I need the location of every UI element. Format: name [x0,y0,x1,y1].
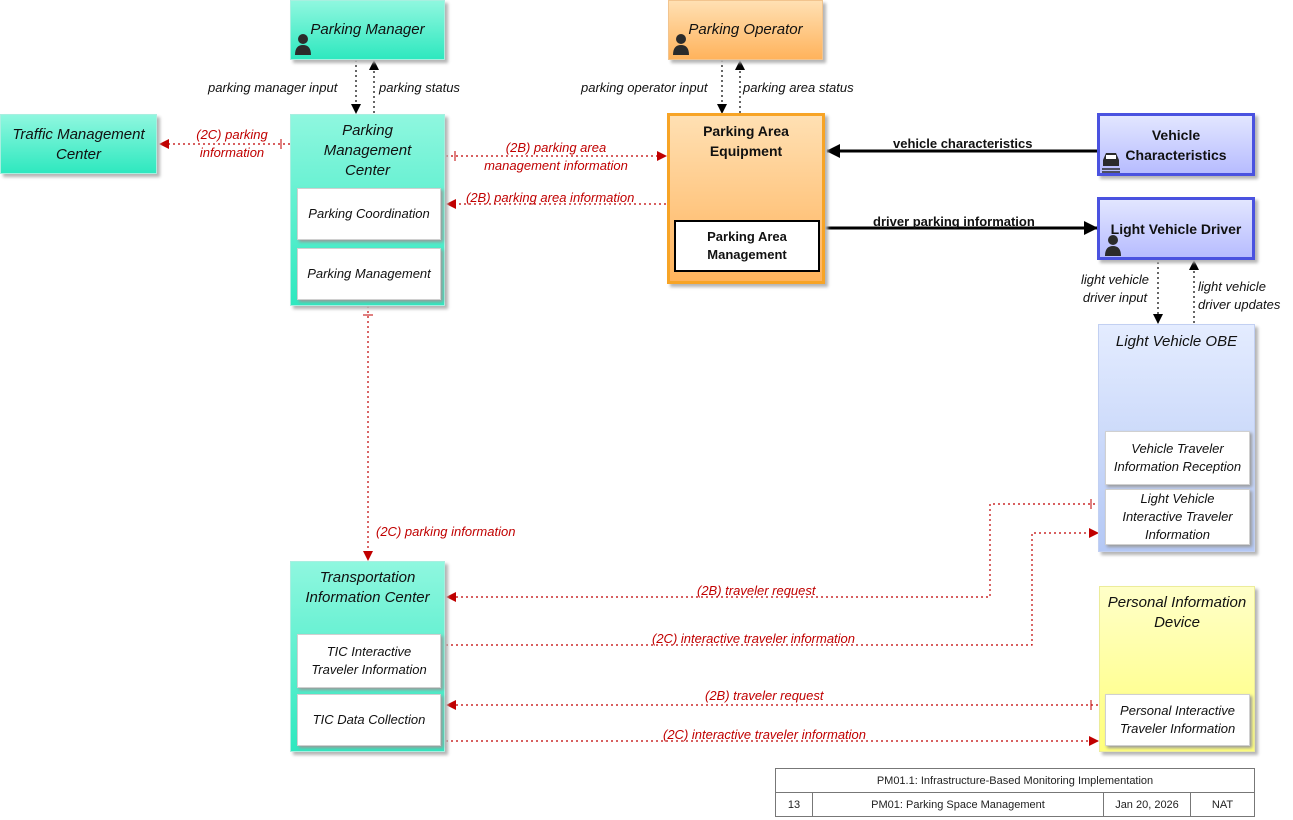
traffic-management-center-label: Traffic Management Center [12,126,145,163]
flow-label-line: driver input [1082,290,1148,305]
flow-label-interactive-traveler-information-pid: (2C) interactive traveler information [663,727,867,742]
personal-information-device-label: Personal Information Device [1107,594,1247,631]
flow-label-vehicle-characteristics: vehicle characteristics [893,136,1033,151]
flow-label-interactive-traveler-information-obe: (2C) interactive traveler information [652,631,856,646]
flow-label-parking-area-information: (2B) parking area information [466,190,635,205]
flow-label-traveler-request-pid: (2B) traveler request [705,688,824,703]
flow-label-line: light vehicle [1081,272,1149,287]
parking-coordination-object[interactable]: Parking Coordination [297,188,441,240]
parking-management-center[interactable]: Parking Management Center Parking Coordi… [290,114,445,306]
title-block-title: PM01.1: Infrastructure-Based Monitoring … [775,768,1255,793]
parking-area-equipment[interactable]: Parking Area Equipment Parking Area Mana… [667,113,825,284]
person-icon [1105,235,1121,256]
light-vehicle-obe[interactable]: Light Vehicle OBE Vehicle Traveler Infor… [1098,324,1255,552]
title-block: PM01.1: Infrastructure-Based Monitoring … [775,768,1255,817]
title-block-package: PM01: Parking Space Management [812,792,1104,817]
flow-label-parking-manager-input: parking manager input [208,80,338,95]
parking-operator-terminator[interactable]: Parking Operator [668,0,823,60]
parking-management-object[interactable]: Parking Management [297,248,441,300]
title-block-date: Jan 20, 2026 [1103,792,1191,817]
traffic-management-center[interactable]: Traffic Management Center [0,114,157,174]
flow-label-tmc-parking-information: (2C) parking information [186,126,278,162]
parking-area-management-object[interactable]: Parking Area Management [674,220,820,272]
light-vehicle-interactive-traveler-information-object[interactable]: Light Vehicle Interactive Traveler Infor… [1105,489,1250,545]
flow-label-parking-area-status: parking area status [743,80,854,95]
personal-interactive-traveler-information-object[interactable]: Personal Interactive Traveler Informatio… [1105,694,1250,746]
parking-management-center-label: Parking Management Center [323,122,412,179]
flow-label-light-vehicle-driver-updates: light vehicle driver updates [1198,278,1280,314]
light-vehicle-driver-label: Light Vehicle Driver [1110,221,1242,237]
flow-label-line: (2B) parking area [505,140,607,155]
flow-label-light-vehicle-driver-input: light vehicle driver input [1074,271,1156,307]
flow-label-parking-operator-input: parking operator input [581,80,708,95]
flow-label-line: information [199,145,265,160]
transportation-information-center[interactable]: Transportation Information Center TIC In… [290,561,445,752]
flow-label-driver-parking-information: driver parking information [873,214,1035,229]
title-block-page: 13 [775,792,813,817]
light-vehicle-driver-terminator[interactable]: Light Vehicle Driver [1097,197,1255,260]
flow-label-line: light vehicle [1198,279,1266,294]
parking-manager-terminator[interactable]: Parking Manager [290,0,445,60]
title-block-scope: NAT [1190,792,1255,817]
vehicle-icon [1102,153,1120,173]
personal-information-device[interactable]: Personal Information Device Personal Int… [1099,586,1255,752]
flow-label-traveler-request-obe: (2B) traveler request [697,583,816,598]
parking-operator-label: Parking Operator [688,21,803,38]
person-icon [673,34,689,55]
flow-label-line: (2C) parking [196,127,268,142]
flow-label-line: driver updates [1198,297,1281,312]
tic-data-collection-object[interactable]: TIC Data Collection [297,694,441,746]
transportation-information-center-label: Transportation Information Center [305,569,430,606]
tic-interactive-traveler-information-object[interactable]: TIC Interactive Traveler Information [297,634,441,688]
flow-label-parking-area-management-information: (2B) parking area management information [470,139,642,175]
vehicle-traveler-information-reception-object[interactable]: Vehicle Traveler Information Reception [1105,431,1250,485]
parking-manager-label: Parking Manager [310,21,425,38]
person-icon [295,34,311,55]
flow-label-tic-parking-information: (2C) parking information [376,524,516,539]
parking-area-equipment-label: Parking Area Equipment [703,123,789,159]
flow-label-parking-status: parking status [379,80,460,95]
vehicle-characteristics-label: Vehicle Characteristics [1125,127,1227,163]
vehicle-characteristics-terminator[interactable]: Vehicle Characteristics [1097,113,1255,176]
flow-label-line: management information [484,158,628,173]
light-vehicle-obe-label: Light Vehicle OBE [1115,333,1238,350]
